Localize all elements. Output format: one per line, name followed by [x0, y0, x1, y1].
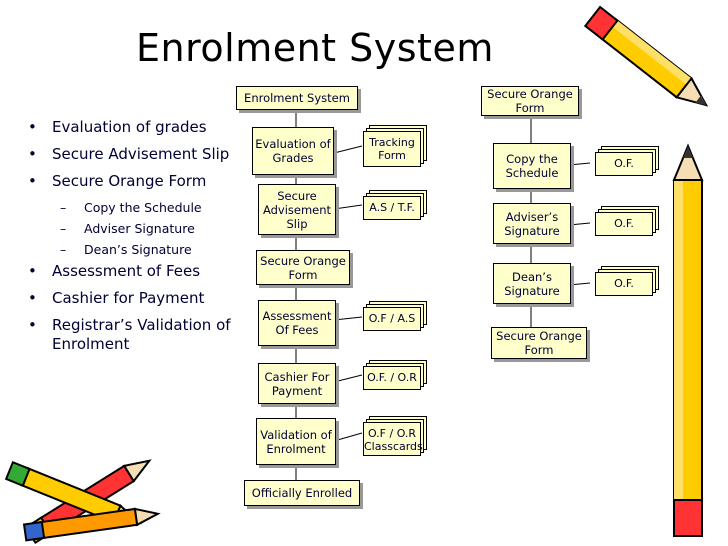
flow-start-box: Enrolment System [236, 86, 358, 110]
flow-step-cashier: Cashier For Payment [258, 363, 336, 404]
document-stack: Tracking Form [363, 131, 421, 167]
flow-step-advisement: Secure Advisement Slip [258, 184, 336, 235]
orange-end-box: Secure Orange Form [491, 327, 587, 359]
bullet-item: Assessment of Fees [28, 262, 233, 281]
sub-bullet-item: Dean’s Signature [28, 241, 233, 258]
document-stack: O.F. [595, 152, 653, 176]
document-stack: O.F. [595, 272, 653, 296]
bullet-item: Secure Advisement Slip [28, 145, 233, 164]
orange-step-copy-schedule: Copy the Schedule [493, 143, 571, 189]
orange-step-adviser: Adviser’s Signature [493, 203, 571, 244]
document-label: O.F. [614, 277, 634, 290]
flow-step-orange-form: Secure Orange Form [256, 250, 350, 285]
document-stack: O.F / O.R Classcards [363, 422, 423, 456]
document-label: Tracking Form [369, 136, 415, 162]
document-stack: A.S / T.F. [363, 196, 421, 220]
bullet-item: Cashier for Payment [28, 289, 233, 308]
pencils-clipart-icon [4, 459, 161, 544]
document-label: O.F / A.S [368, 312, 416, 325]
flow-step-validation: Validation of Enrolment [256, 418, 336, 465]
bullet-item: Registrar’s Validation of Enrolment [28, 316, 233, 354]
document-stack: O.F. / O.R [363, 366, 421, 390]
orange-step-dean: Dean’s Signature [493, 263, 571, 304]
flow-step-evaluation: Evaluation of Grades [252, 127, 334, 175]
document-label: O.F. [614, 157, 634, 170]
flow-step-assessment: Assessment Of Fees [258, 300, 336, 346]
sub-bullet-item: Copy the Schedule [28, 199, 233, 216]
document-label: A.S / T.F. [369, 201, 415, 214]
sub-bullet-item: Adviser Signature [28, 220, 233, 237]
document-label: O.F. [614, 217, 634, 230]
bullet-item: Evaluation of grades [28, 118, 233, 137]
document-stack: O.F / A.S [363, 307, 421, 331]
document-label: O.F / O.R Classcards [364, 427, 423, 453]
flow-end-box: Officially Enrolled [244, 480, 360, 506]
document-stack: O.F. [595, 212, 653, 236]
orange-start-box: Secure Orange Form [481, 86, 579, 116]
bullet-item: Secure Orange Form [28, 172, 233, 191]
page-title: Enrolment System [136, 26, 494, 70]
document-label: O.F. / O.R [367, 371, 417, 384]
pencil-icon [583, 5, 709, 107]
pencil-icon [672, 143, 704, 537]
bullet-list: Evaluation of grades Secure Advisement S… [28, 118, 233, 362]
